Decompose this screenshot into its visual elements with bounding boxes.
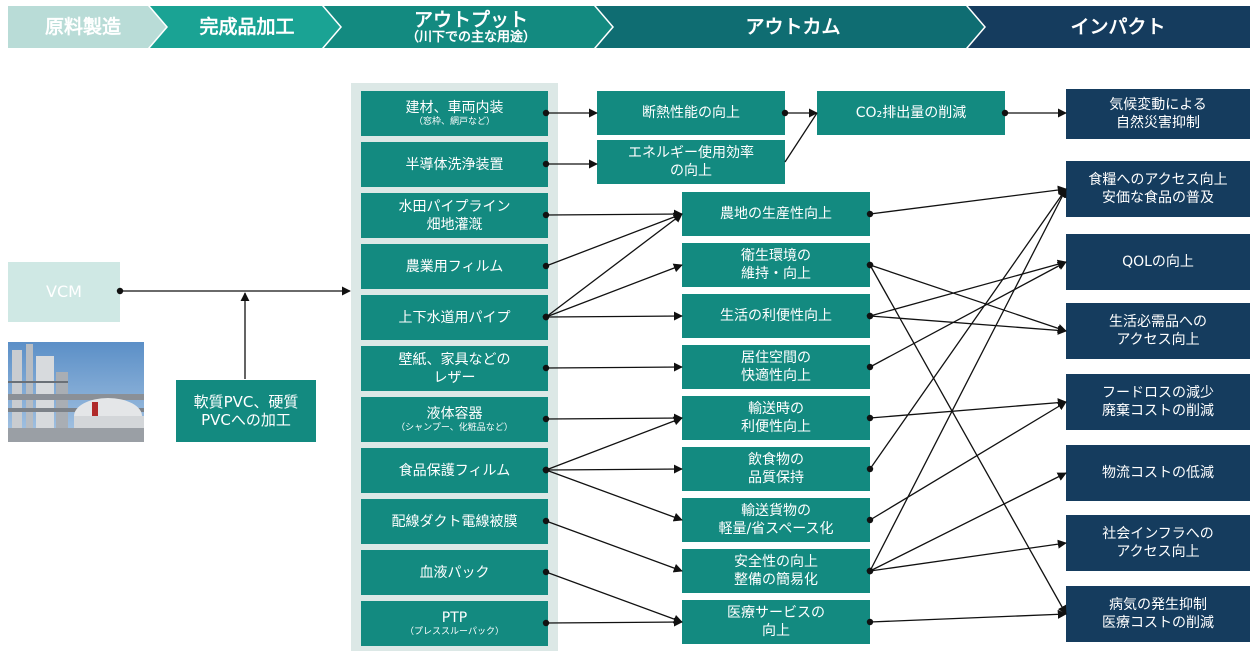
- impact-logistics-cost: 物流コストの低減: [1066, 445, 1250, 501]
- header-label-outcome: アウトカム: [745, 16, 841, 38]
- connector-line: [545, 571, 683, 624]
- connector-line: [545, 209, 683, 219]
- connector-line: [545, 212, 683, 267]
- impact-climate: 気候変動による自然災害抑制: [1066, 89, 1250, 139]
- connector-line: [869, 188, 1067, 470]
- connector-line: [869, 539, 1067, 572]
- header-stage-output: [324, 6, 612, 48]
- connector-line: [869, 315, 1067, 335]
- output-food-film: 食品保護フィルム: [361, 448, 548, 493]
- outcome-hygiene: 衛生環境の維持・向上: [682, 243, 870, 287]
- connector-line: [869, 472, 1067, 572]
- outcome-safety: 安全性の向上整備の簡易化: [682, 549, 870, 593]
- connector-line: [869, 264, 1067, 615]
- output-water-pipe: 上下水道用パイプ: [361, 295, 548, 340]
- connector-line: [545, 416, 683, 471]
- output-wallpaper-leather: 壁紙、家具などのレザー: [361, 346, 548, 391]
- connector-line: [545, 362, 683, 372]
- output-semiconductor-cleaning: 半導体洗浄装置: [361, 142, 548, 187]
- connector-line: [869, 398, 1067, 419]
- outcome-cargo-lightweight: 輸送貨物の軽量/省スペース化: [682, 498, 870, 542]
- impact-food-access: 食糧へのアクセス向上安価な食品の普及: [1066, 161, 1250, 217]
- impact-qol: QOLの向上: [1066, 234, 1250, 290]
- header-stage-outcome: [596, 6, 984, 48]
- connector-line: [869, 261, 1067, 368]
- vcm-box: VCM: [8, 262, 120, 322]
- header-label-impact: インパクト: [1070, 16, 1166, 38]
- connector-line: [869, 259, 1067, 317]
- connector-line: [869, 609, 1067, 623]
- header-banner: [8, 6, 1250, 48]
- output-blood-bag: 血液パック: [361, 550, 548, 595]
- output-liquid-container: 液体容器（シャンプー、化粧品など）: [361, 397, 548, 442]
- output-ptp: PTP（プレススルーパック）: [361, 601, 548, 646]
- outcome-medical-service: 医療サービスの向上: [682, 600, 870, 644]
- outcome-transport-convenience: 輸送時の利便性向上: [682, 396, 870, 440]
- outcome-energy-efficiency: エネルギー使用効率の向上: [597, 140, 785, 184]
- outcome-co2-reduction: CO₂排出量の削減: [817, 91, 1005, 135]
- connector-line: [545, 520, 683, 573]
- output-building-materials: 建材、車両内装（窓枠、網戸など）: [361, 91, 548, 136]
- header-stage-impact: [968, 6, 1250, 48]
- header-stage-processing: [150, 6, 340, 48]
- outcome-living-comfort: 居住空間の快適性向上: [682, 345, 870, 389]
- connector-line: [545, 464, 683, 474]
- connector-line: [545, 413, 683, 423]
- header-label-raw: 原料製造: [44, 16, 121, 38]
- connector-line: [545, 213, 683, 318]
- impact-disease-prevention: 病気の発生抑制医療コストの削減: [1066, 586, 1250, 642]
- connector-line: [545, 263, 683, 318]
- outcome-food-quality: 飲食物の品質保持: [682, 447, 870, 491]
- connector-line: [784, 112, 818, 163]
- output-wiring-duct: 配線ダクト電線被膜: [361, 499, 548, 544]
- connector-line: [545, 617, 683, 627]
- connector-line: [869, 264, 1067, 333]
- plant-photo-image: [8, 342, 144, 442]
- output-paddy-pipeline: 水田パイプライン畑地灌漑: [361, 193, 548, 238]
- outcome-life-convenience: 生活の利便性向上: [682, 294, 870, 338]
- plant-photo: [8, 342, 144, 442]
- impact-necessities-access: 生活必需品へのアクセス向上: [1066, 303, 1250, 359]
- outcome-farm-productivity: 農地の生産性向上: [682, 192, 870, 236]
- header-label-output: アウトプット （川下での主な用途）: [405, 8, 536, 45]
- header-label-processing: 完成品加工: [199, 16, 295, 38]
- impact-food-loss: フードロスの減少廃棄コストの削減: [1066, 374, 1250, 430]
- impact-infrastructure-access: 社会インフラへのアクセス向上: [1066, 515, 1250, 571]
- connector-line: [869, 401, 1067, 521]
- connector-line: [545, 469, 683, 522]
- header-stage-raw: [8, 6, 166, 48]
- outcome-insulation: 断熱性能の向上: [597, 91, 785, 135]
- connector-line: [869, 188, 1067, 572]
- output-agricultural-film: 農業用フィルム: [361, 244, 548, 289]
- connector-line: [869, 185, 1067, 215]
- connector-line: [545, 311, 683, 321]
